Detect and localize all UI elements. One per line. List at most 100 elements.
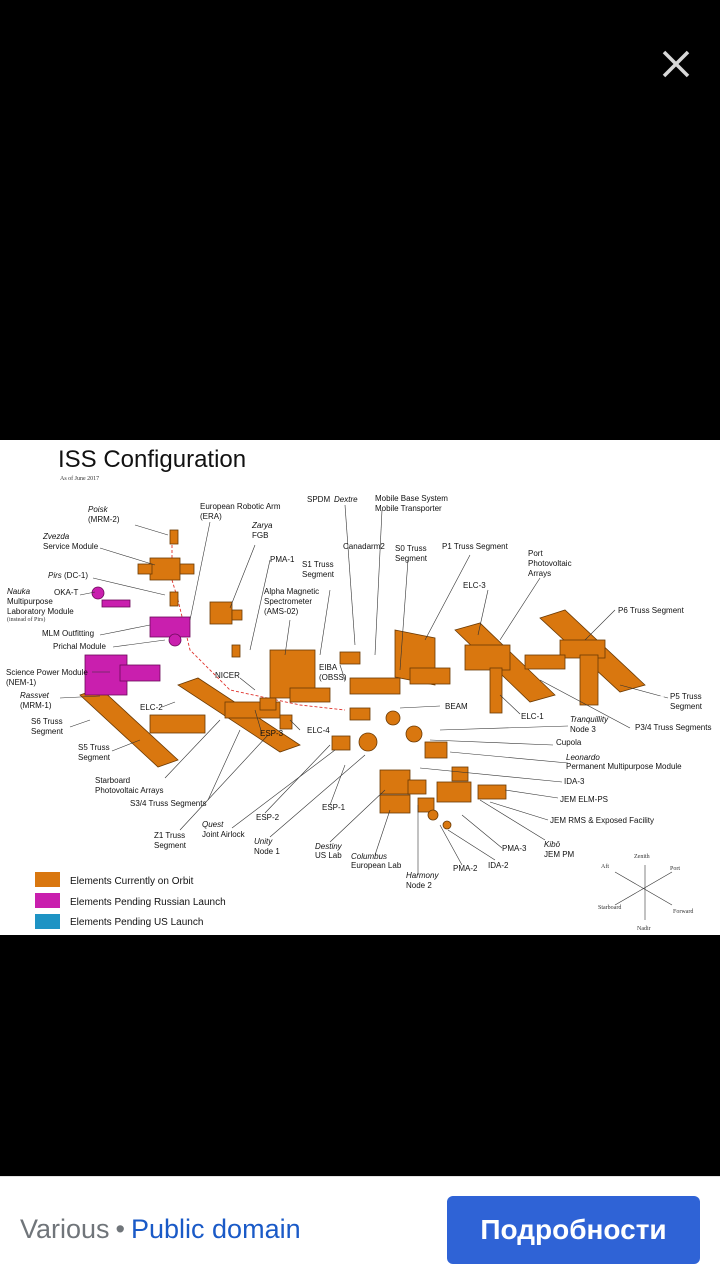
chevron-left-icon [50,675,68,709]
label-spm-2: (NEM-1) [6,678,37,687]
label-poisk: Poisk [88,505,109,514]
central-truss [269,629,451,703]
label-cupola: Cupola [556,738,582,747]
label-port-arrays-3: Arrays [528,569,551,578]
us-modules [259,651,507,830]
label-harmony: Harmony [406,871,439,880]
compass-zenith: Zenith [634,854,650,860]
label-fgb: FGB [252,531,268,540]
iss-configuration-diagram: ISS Configuration As of June 2017 [6,446,711,932]
starboard-photovoltaic-arrays [79,677,301,768]
legend-label-russian: Elements Pending Russian Launch [70,897,226,908]
label-esp1: ESP-1 [322,803,346,812]
label-elc1: ELC-1 [521,712,544,721]
label-z1: Z1 Truss [154,831,185,840]
diagram-subtitle: As of June 2017 [60,475,99,482]
label-european-lab: European Lab [351,861,402,870]
label-nauka-2: Multipurpose [7,597,53,606]
label-nauka-4: (instead of Pirs) [7,616,45,623]
label-pirs: Pirs [48,571,62,580]
details-button[interactable]: Подробности [447,1196,700,1264]
label-quest: Quest [202,820,224,829]
legend-label-us: Elements Pending US Launch [70,917,203,928]
label-era-2: (ERA) [200,512,222,521]
diagram-title: ISS Configuration [58,446,246,473]
label-s0-2: Segment [395,554,428,563]
orientation-compass: Zenith Aft Port Starboard Forward Nadir [598,854,693,932]
label-jem-elm-ps: JEM ELM-PS [560,795,608,804]
port-photovoltaic-arrays [454,609,646,714]
label-eiba-2: (OBSS) [319,673,347,682]
label-mbs-2: Mobile Transporter [375,504,442,513]
label-rassvet: Rassvet [20,691,50,700]
label-ida2: IDA-2 [488,861,509,870]
label-dextre: Dextre [334,495,358,504]
label-pmm: Permanent Multipurpose Module [566,762,682,771]
label-p6: P6 Truss Segment [618,606,685,615]
label-s6-2: Segment [31,727,64,736]
close-button[interactable] [652,40,700,88]
label-elc3: ELC-3 [463,581,486,590]
label-port-arrays-2: Photovoltaic [528,559,572,568]
label-mrm2: (MRM-2) [88,515,120,524]
label-s0: S0 Truss [395,544,427,553]
label-columbus: Columbus [351,852,387,861]
label-node1: Node 1 [254,847,280,856]
label-s5: S5 Truss [78,743,110,752]
legend-swatch-orbit [35,872,60,887]
label-nauka: Nauka [7,587,31,596]
legend-label-orbit: Elements Currently on Orbit [70,876,194,887]
label-zarya: Zarya [251,521,273,530]
label-jem-pm: JEM PM [544,850,575,859]
label-dc1: (DC-1) [64,571,88,580]
compass-starboard: Starboard [598,905,621,911]
label-pma1: PMA-1 [270,555,295,564]
label-canadarm: Canadarm2 [343,542,385,551]
label-esp3: ESP-3 [260,729,284,738]
label-p34: P3/4 Truss Segments [635,723,711,732]
label-jem-rms: JEM RMS & Exposed Facility [550,816,654,825]
label-zvezda: Zvezda [42,532,70,541]
label-node2: Node 2 [406,881,432,890]
label-ams-3: (AMS-02) [264,607,299,616]
label-airlock: Joint Airlock [202,830,246,839]
label-pma3: PMA-3 [502,844,527,853]
label-service-module: Service Module [43,542,99,551]
label-s5-2: Segment [78,753,111,762]
label-kibo: Kibō [544,840,561,849]
compass-forward: Forward [673,909,693,915]
label-p5-2: Segment [670,702,703,711]
russian-modules [137,529,243,658]
label-unity: Unity [254,837,273,846]
close-icon [662,50,690,78]
russian-pending-modules [84,586,191,696]
label-tranquillity: Tranquillity [570,715,609,724]
license-link[interactable]: Public domain [131,1214,301,1244]
label-prichal: Prichal Module [53,642,106,651]
label-ams: Alpha Magnetic [264,587,319,596]
label-ams-2: Spectrometer [264,597,312,606]
previous-image-button[interactable] [44,672,74,712]
legend-swatch-russian [35,893,60,908]
label-mlm-outfitting: MLM Outfitting [42,629,94,638]
label-leonardo: Leonardo [566,753,600,762]
label-pma2: PMA-2 [453,864,478,873]
label-p5: P5 Truss [670,692,702,701]
label-z1-2: Segment [154,841,187,850]
legend-swatch-us [35,914,60,929]
chevron-right-icon [650,675,668,709]
label-mrm1: (MRM-1) [20,701,52,710]
separator-dot: • [115,1214,125,1244]
label-mbs: Mobile Base System [375,494,448,503]
label-p1: P1 Truss Segment [442,542,509,551]
label-s34: S3/4 Truss Segments [130,799,206,808]
label-s1-2: Segment [302,570,335,579]
label-elc2: ELC-2 [140,703,163,712]
label-starboard-arrays-2: Photovoltaic Arrays [95,786,163,795]
next-image-button[interactable] [644,672,674,712]
image-preview[interactable]: ISS Configuration As of June 2017 [0,440,720,935]
label-ida3: IDA-3 [564,777,585,786]
attribution: Various•Public domain [20,1213,301,1245]
label-nicer: NICER [215,671,240,680]
label-era: European Robotic Arm [200,502,281,511]
